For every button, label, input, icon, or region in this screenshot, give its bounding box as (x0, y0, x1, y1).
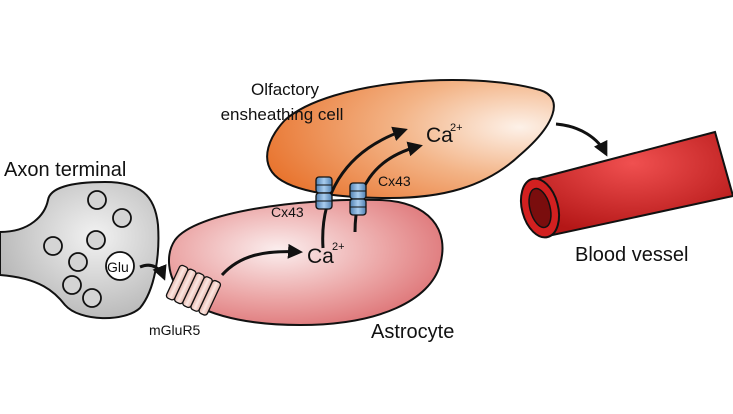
vesicle (68, 252, 88, 272)
axon-terminal-label: Axon terminal (4, 159, 126, 181)
vesicle (112, 208, 132, 228)
gap-junction-arrow-right (353, 141, 423, 233)
gap-junction-arrow-left (321, 126, 408, 249)
astrocyte-calcium-charge: 2+ (332, 241, 345, 253)
vesicle (86, 230, 106, 250)
blood-vessel (519, 130, 733, 239)
olfactory-label-line2: ensheathing cell (221, 105, 344, 124)
cx43-left-label: Cx43 (271, 204, 304, 220)
olfactory-label-line1: Olfactory (251, 80, 320, 99)
olfactory-calcium-charge: 2+ (450, 122, 463, 134)
cx43-left-junction (315, 176, 333, 210)
astrocyte-calcium-label: Ca (307, 245, 334, 268)
vesicle (62, 275, 82, 295)
astrocyte-label: Astrocyte (371, 321, 454, 343)
vesicle (82, 288, 102, 308)
blood-vessel-label: Blood vessel (575, 244, 688, 266)
olfactory-ensheathing-cell-shape (266, 79, 555, 200)
cx43-right-label: Cx43 (378, 173, 411, 189)
glu-arrow (139, 263, 167, 281)
mglur5-label: mGluR5 (149, 322, 201, 338)
vesicle (43, 236, 63, 256)
cx43-right-junction (349, 182, 367, 216)
olfactory-calcium-label: Ca (426, 124, 453, 147)
receptor-to-calcium-arrow (220, 243, 303, 277)
axon-terminal-shape (0, 180, 160, 320)
vesicle (87, 190, 107, 210)
glu-label: Glu (107, 259, 129, 275)
glu-vesicle (105, 251, 135, 281)
mglur5-receptor (165, 264, 222, 316)
olfactory-to-vessel-arrow (555, 122, 608, 157)
